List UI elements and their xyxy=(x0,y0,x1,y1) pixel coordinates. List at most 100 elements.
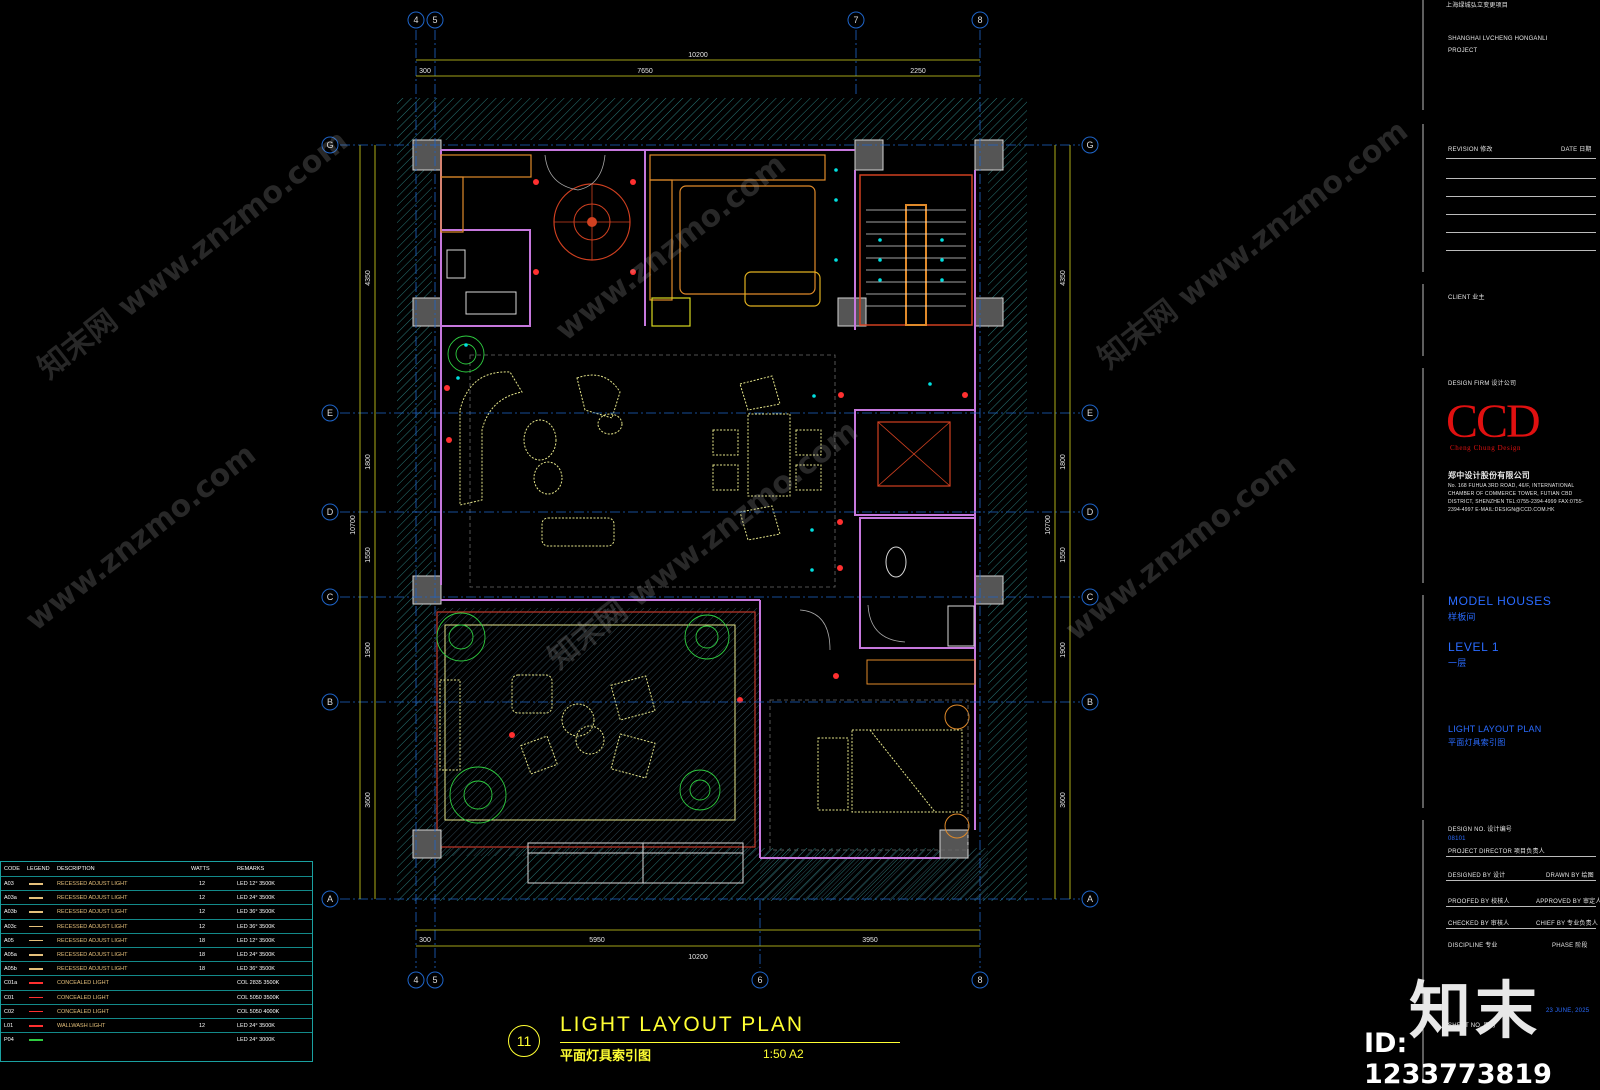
legend-header: CODE LEGEND DESCRIPTION WATTS REMARKS xyxy=(1,862,312,876)
bedroom-ceiling xyxy=(769,699,969,851)
legend-watts: 12 xyxy=(199,909,206,916)
legend-code: A03b xyxy=(4,909,17,916)
legend-remarks: LED 12° 3500K xyxy=(237,937,275,944)
dim-top-total: 10200 xyxy=(688,52,708,59)
legend-remarks: LED 24° 3500K xyxy=(237,952,275,958)
dim-right-1: 1800 xyxy=(1060,454,1067,470)
checked-by: CHECKED BY 审核人 xyxy=(1448,921,1510,927)
ccd-logo-text: CCD xyxy=(1446,395,1541,448)
revision-label: REVISION 修改 xyxy=(1448,147,1493,153)
legend-symbol-icon xyxy=(29,939,43,942)
image-id: ID: 1233773819 xyxy=(1364,1028,1552,1090)
legend-watts: 12 xyxy=(199,881,206,887)
light-callouts xyxy=(456,168,944,572)
legend-description: RECESSED ADJUST LIGHT xyxy=(57,909,128,916)
dim-side-2: 1550 xyxy=(365,547,372,563)
firm-name-cn: 郑中设计股份有限公司 xyxy=(1448,471,1530,480)
dim-side-3: 1900 xyxy=(365,642,372,658)
grid-col-top-3: 8 xyxy=(977,15,982,25)
legend-remarks: LED 36° 3500K xyxy=(237,923,275,930)
legend-description: WALLWASH LIGHT xyxy=(57,1023,106,1029)
plan-title-block: 11 LIGHT LAYOUT PLAN 平面灯具索引图 1:50 A2 xyxy=(505,1005,905,1065)
grid-col-top-1: 5 xyxy=(432,15,437,25)
legend-watts: 18 xyxy=(199,966,206,973)
project-cn: 上海绿城弘立变更项目 xyxy=(1446,3,1509,9)
legend-symbol-icon xyxy=(29,911,43,913)
legend-watts: 18 xyxy=(199,937,206,944)
sheet-no: SHEET NO. 图号 xyxy=(1448,1023,1497,1029)
legend-symbol-icon xyxy=(29,1010,43,1013)
legend-watts: 12 xyxy=(199,923,206,930)
ccd-logo: CCD Cheng Chung Design xyxy=(1446,398,1564,456)
firm-address: No. 168 FUHUA 3RD ROAD, 46/F, INTERNATIO… xyxy=(1448,483,1584,513)
legend-remarks: LED 24° 3000K xyxy=(237,1037,275,1044)
light-fixtures xyxy=(444,179,968,738)
legend-description: CONCEALED LIGHT xyxy=(57,1008,109,1015)
legend-description: CONCEALED LIGHT xyxy=(57,980,109,987)
legend-code: P04 xyxy=(4,1037,14,1044)
round-table-top xyxy=(553,183,631,261)
legend-h-code: CODE xyxy=(4,866,20,872)
grid-row-left-4: B xyxy=(327,697,333,707)
section-plan: LIGHT LAYOUT PLAN xyxy=(1448,724,1542,734)
dim-right-3: 1900 xyxy=(1060,642,1067,658)
dim-side-4: 3600 xyxy=(365,792,372,808)
legend-symbol-icon xyxy=(29,954,43,956)
legend-code: A05 xyxy=(4,937,14,944)
legend-symbol-icon xyxy=(29,1025,43,1027)
dim-right-0: 4350 xyxy=(1060,270,1067,286)
ceiling-outline xyxy=(469,354,836,588)
legend-code: C02 xyxy=(4,1008,15,1015)
title-underline xyxy=(560,1042,900,1043)
plan-title: LIGHT LAYOUT PLAN xyxy=(560,1013,805,1036)
grid-row-left-2: D xyxy=(327,507,334,517)
section-level: LEVEL 1 xyxy=(1448,640,1500,654)
brand-watermark: 知末 xyxy=(1409,974,1542,1047)
legend-remarks: LED 12° 3500K xyxy=(237,881,275,887)
grid-labels: 4 5 7 8 4 5 6 8 G E D C B A G E D C B A xyxy=(326,15,1093,985)
design-no-label: DESIGN NO. 设计编号 xyxy=(1448,827,1513,833)
grid-col-top-0: 4 xyxy=(413,15,418,25)
legend-remarks: COL 5050 3500K xyxy=(237,994,280,1001)
kitchen-counters xyxy=(440,154,826,327)
section-level-cn: 一层 xyxy=(1448,658,1467,668)
section-model-houses-cn: 样板间 xyxy=(1448,612,1476,622)
bathroom-fixtures xyxy=(446,249,976,685)
grid-col-top-2: 7 xyxy=(853,15,858,25)
discipline: DISCIPLINE 专业 xyxy=(1448,943,1498,949)
design-firm-label: DESIGN FIRM 设计公司 xyxy=(1448,381,1517,387)
design-no: 08101 xyxy=(1448,836,1466,842)
dim-bottom-total: 10200 xyxy=(688,954,708,961)
lighting-legend-table: CODE LEGEND DESCRIPTION WATTS REMARKS A0… xyxy=(0,861,313,1062)
legend-remarks: LED 24° 3500K xyxy=(237,895,275,902)
legend-h-watts: WATTS xyxy=(191,866,210,872)
legend-code: A03a xyxy=(4,895,17,902)
designed-by: DESIGNED BY 设计 xyxy=(1448,873,1506,879)
legend-watts: 12 xyxy=(199,1023,206,1029)
legend-symbol-icon xyxy=(29,925,43,928)
legend-code: L01 xyxy=(4,1023,14,1029)
date-label: DATE 日期 xyxy=(1561,147,1592,153)
project-en-1: SHANGHAI LVCHENG HONGANLI xyxy=(1448,36,1548,42)
terrace-rug xyxy=(444,624,736,821)
elevator xyxy=(877,421,951,487)
dim-side-total: 10700 xyxy=(350,515,357,535)
terrace-outline xyxy=(436,611,756,848)
legend-code: A03 xyxy=(4,881,14,887)
grid-col-bottom-0: 4 xyxy=(413,975,418,985)
grid-row-left-3: C xyxy=(327,592,334,602)
dimension-texts: 10200 300 7650 2250 300 5950 3950 10200 … xyxy=(350,52,1067,961)
legend-description: CONCEALED LIGHT xyxy=(57,994,109,1001)
legend-remarks: LED 24° 3500K xyxy=(237,1023,275,1029)
dim-top-0: 300 xyxy=(419,68,431,75)
legend-h-remarks: REMARKS xyxy=(237,866,265,872)
legend-symbol-icon xyxy=(29,968,43,970)
